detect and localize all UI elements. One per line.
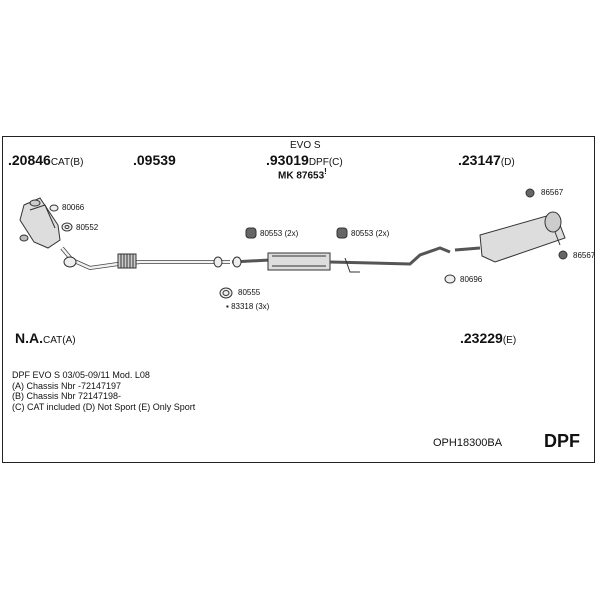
small-part-83318: ▪ 83318 (3x) — [226, 302, 270, 311]
part-number: .23229 — [460, 330, 503, 346]
part-23147: .23147(D) — [458, 153, 515, 168]
part-suffix: CAT(B) — [50, 157, 84, 168]
part-09539: .09539 — [133, 153, 176, 167]
rear-silencer-icon — [454, 211, 566, 263]
part-number: .93019 — [266, 152, 309, 168]
diagram-frame — [2, 136, 595, 463]
small-part-86567-a: 86567 — [541, 188, 564, 197]
part-suffix: (E) — [502, 335, 517, 346]
clamp-80696-icon — [444, 274, 456, 284]
small-part-80553-a: 80553 (2x) — [260, 229, 299, 238]
part-number: .09539 — [133, 152, 176, 168]
part-20846: .20846CAT(B) — [8, 153, 83, 168]
gasket-80066-icon — [49, 204, 59, 212]
small-part-86567-b: 86567 — [573, 251, 596, 260]
small-part-80555: 80555 — [238, 288, 261, 297]
part-na: N.A.CAT(A) — [15, 331, 76, 346]
part-number: .23147 — [458, 152, 501, 168]
bolt-icon: ▪ — [226, 302, 232, 311]
kit-code: OPH18300BA — [433, 437, 503, 449]
gasket-80552-icon — [61, 222, 73, 232]
ring-80555-icon — [219, 287, 233, 299]
small-part-80553-b: 80553 (2x) — [351, 229, 390, 238]
small-part-80552: 80552 — [76, 223, 99, 232]
mk-87653: MK 87653! — [278, 167, 327, 182]
part-23229: .23229(E) — [460, 331, 516, 346]
fitment-notes: DPF EVO S 03/05-09/11 Mod. L08 (A) Chass… — [12, 370, 195, 412]
note-line: (C) CAT included (D) Not Sport (E) Only … — [12, 401, 196, 412]
part-suffix: CAT(A) — [43, 335, 76, 346]
part-number: .20846 — [8, 152, 51, 168]
catalytic-converter-icon — [19, 197, 61, 249]
note-line: (B) Chassis Nbr 72147198- — [12, 391, 122, 401]
hanger-80553-icon — [245, 227, 348, 239]
part-suffix: (D) — [500, 157, 515, 168]
small-part-80696: 80696 — [460, 275, 483, 284]
part-number: N.A. — [15, 330, 43, 346]
note-line: DPF EVO S 03/05-09/11 Mod. L08 — [12, 370, 150, 380]
note-line: (A) Chassis Nbr -72147197 — [12, 380, 122, 391]
dpf-filter-icon — [231, 246, 451, 273]
hanger-86567-icon — [525, 188, 568, 260]
kit-type: DPF — [544, 431, 580, 451]
small-part-80066: 80066 — [62, 203, 85, 212]
part-93019: .93019DPF(C) — [266, 153, 343, 168]
part-suffix: DPF(C) — [308, 157, 343, 168]
part-93019-label: EVO S — [290, 140, 321, 151]
front-pipe-icon — [60, 246, 230, 271]
